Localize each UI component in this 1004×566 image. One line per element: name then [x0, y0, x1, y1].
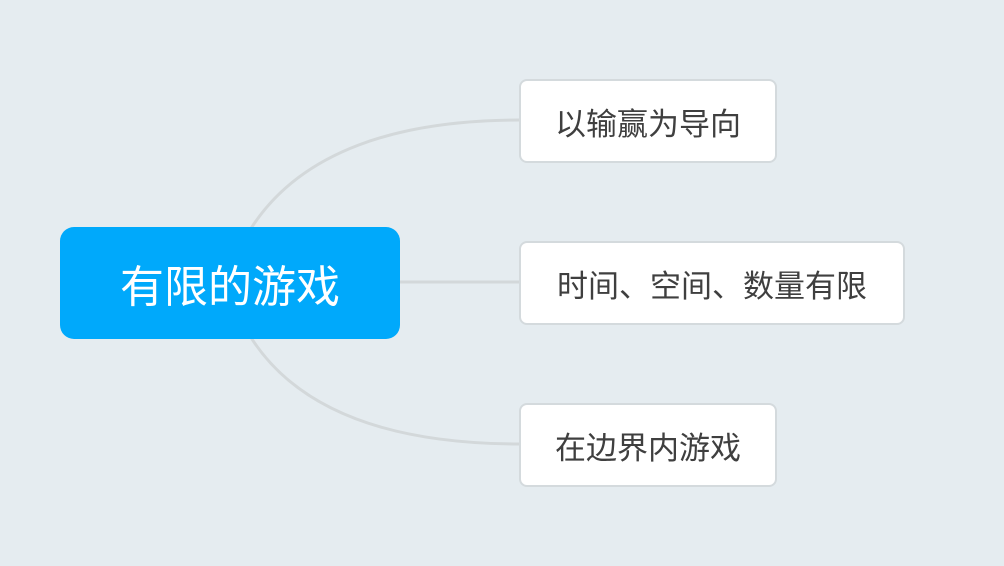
subtopic-label: 在边界内游戏 [555, 430, 741, 467]
subtopic-limited-resources[interactable]: 时间、空间、数量有限 [519, 241, 905, 325]
root-topic-label: 有限的游戏 [120, 262, 340, 313]
root-topic[interactable]: 有限的游戏 [60, 227, 400, 339]
subtopic-within-boundaries[interactable]: 在边界内游戏 [519, 403, 777, 487]
subtopic-label: 时间、空间、数量有限 [557, 268, 867, 305]
subtopic-win-lose[interactable]: 以输赢为导向 [519, 79, 777, 163]
subtopic-label: 以输赢为导向 [555, 106, 741, 143]
